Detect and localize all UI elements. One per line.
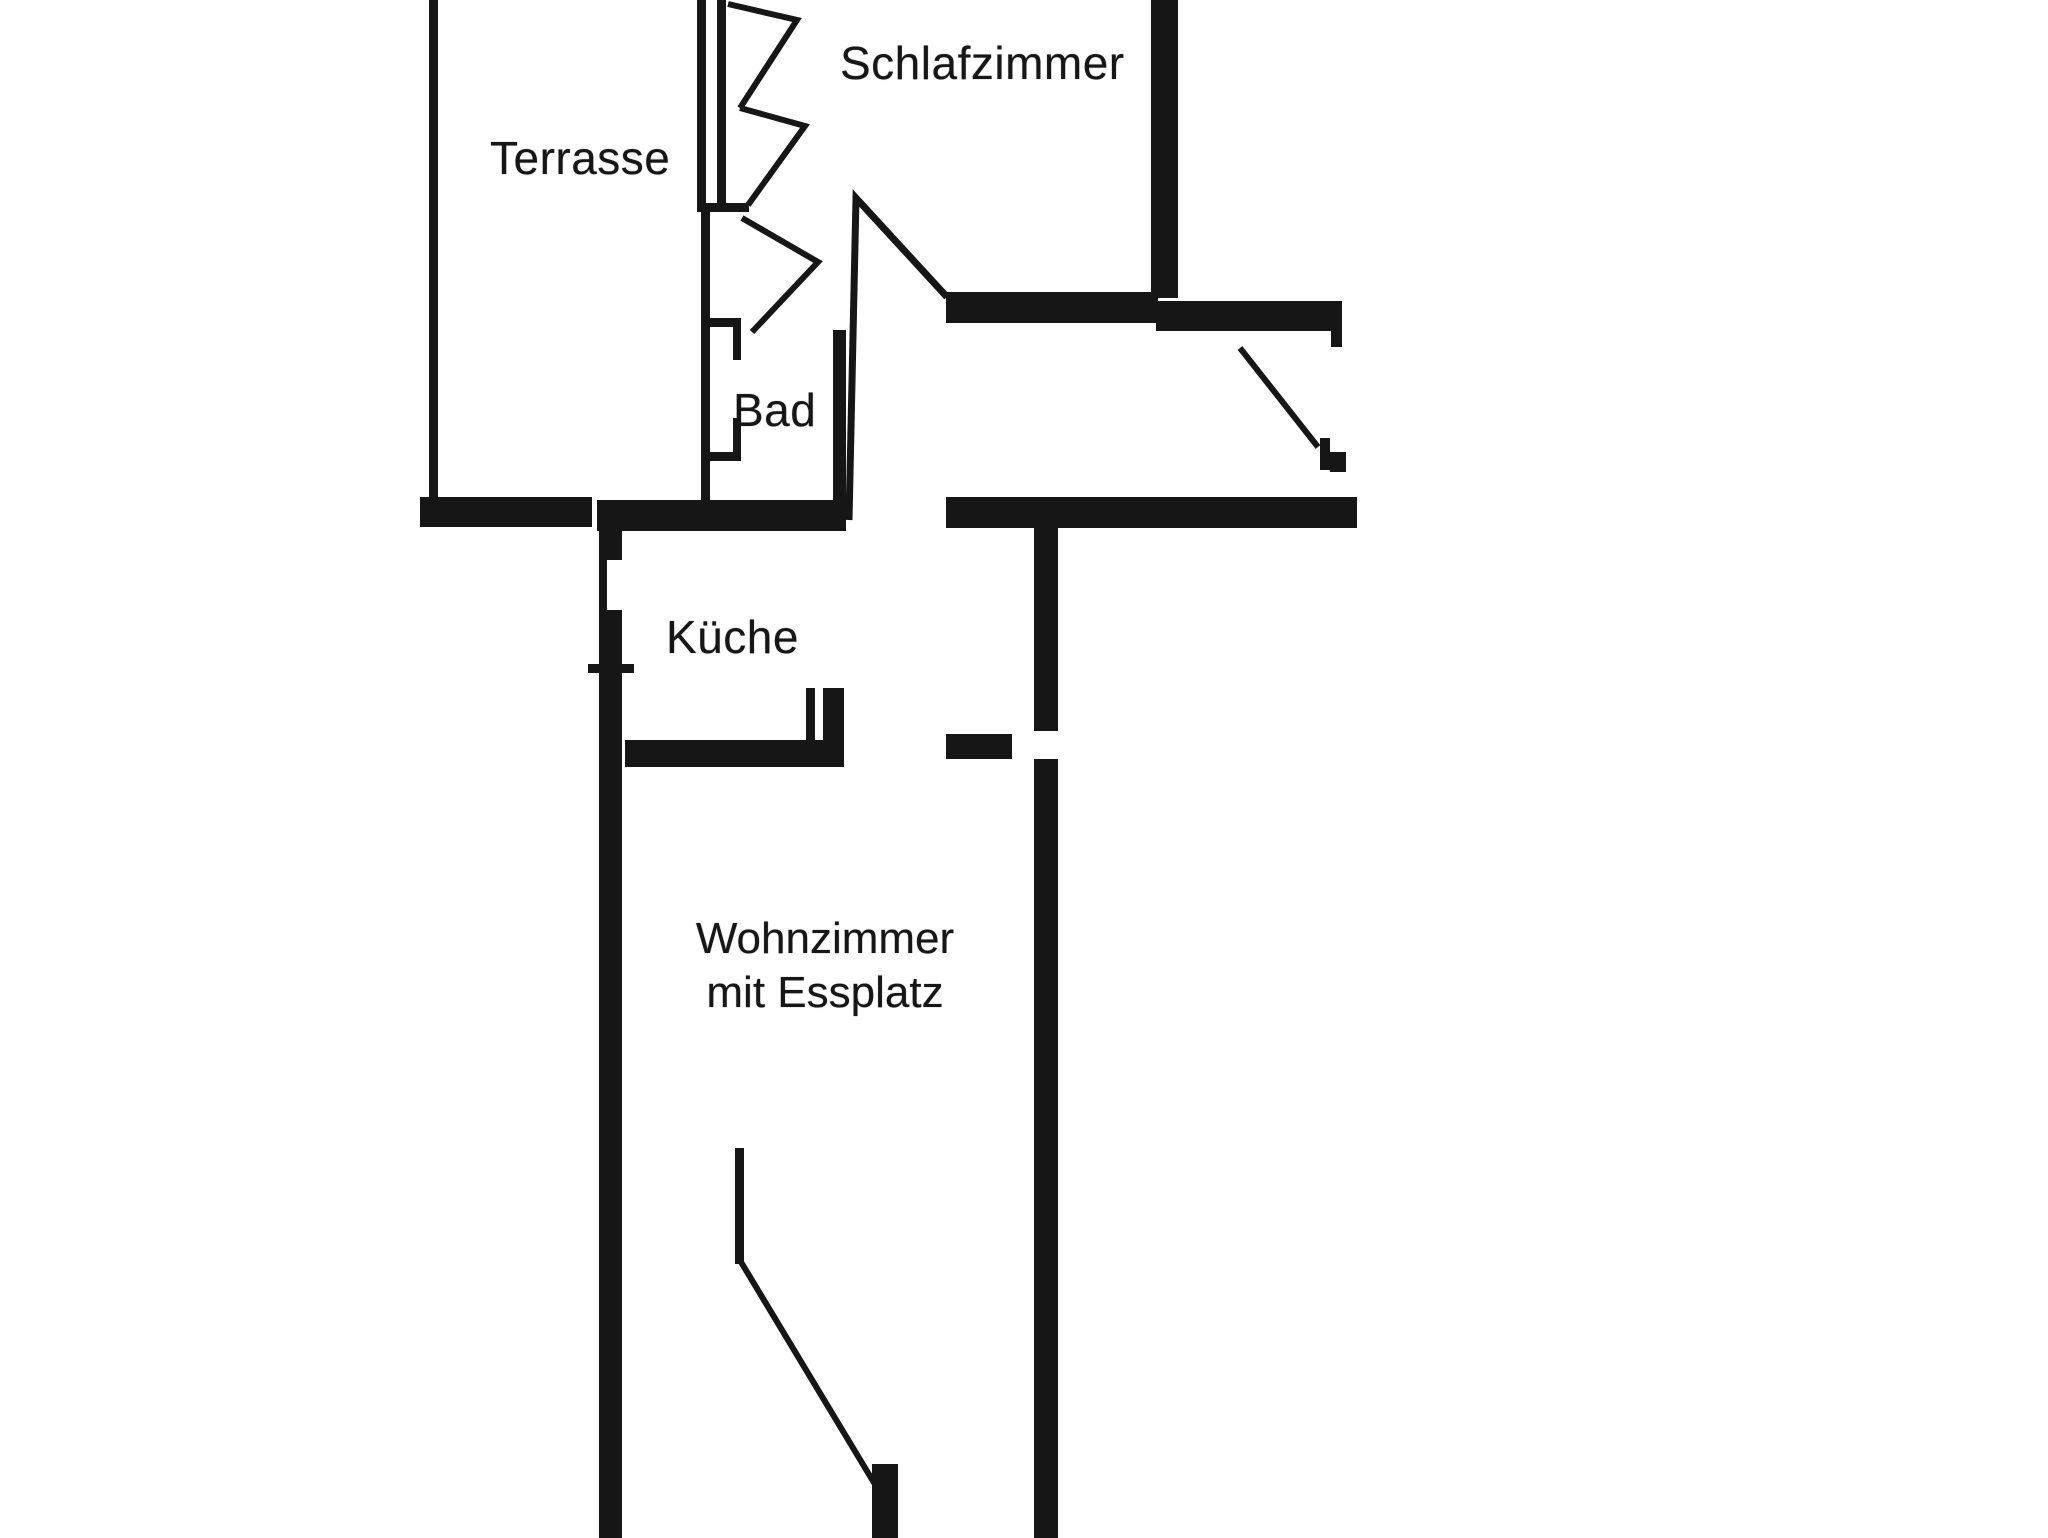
- left-outer-wall: [588, 531, 634, 1538]
- hall-door-swing: [740, 215, 823, 335]
- label-wohnzimmer-line1: Wohnzimmer: [695, 914, 955, 963]
- label-bad: Bad: [733, 384, 817, 436]
- terrasse-walls: [420, 0, 592, 527]
- bottom-door-swing: [735, 1148, 898, 1538]
- kueche-bottom-wall: [625, 688, 844, 767]
- wohnzimmer-right-wall: [946, 528, 1058, 1538]
- label-wohnzimmer: Wohnzimmer mit Essplatz: [640, 912, 1010, 1020]
- top-center-wall: [697, 0, 749, 212]
- right-door-swing: [1237, 346, 1346, 472]
- kueche-top-wall: [597, 500, 846, 531]
- entrance-door-swing: [845, 189, 950, 521]
- hall-bottom-wall: [946, 497, 1357, 528]
- label-wohnzimmer-line2: mit Essplatz: [706, 968, 944, 1017]
- terrasse-door-swing: [727, 1, 810, 207]
- schlafzimmer-walls: [946, 0, 1342, 347]
- bad-walls: [701, 212, 846, 502]
- label-schlafzimmer: Schlafzimmer: [840, 37, 1125, 89]
- label-kueche: Küche: [666, 611, 799, 663]
- label-terrasse: Terrasse: [490, 132, 671, 184]
